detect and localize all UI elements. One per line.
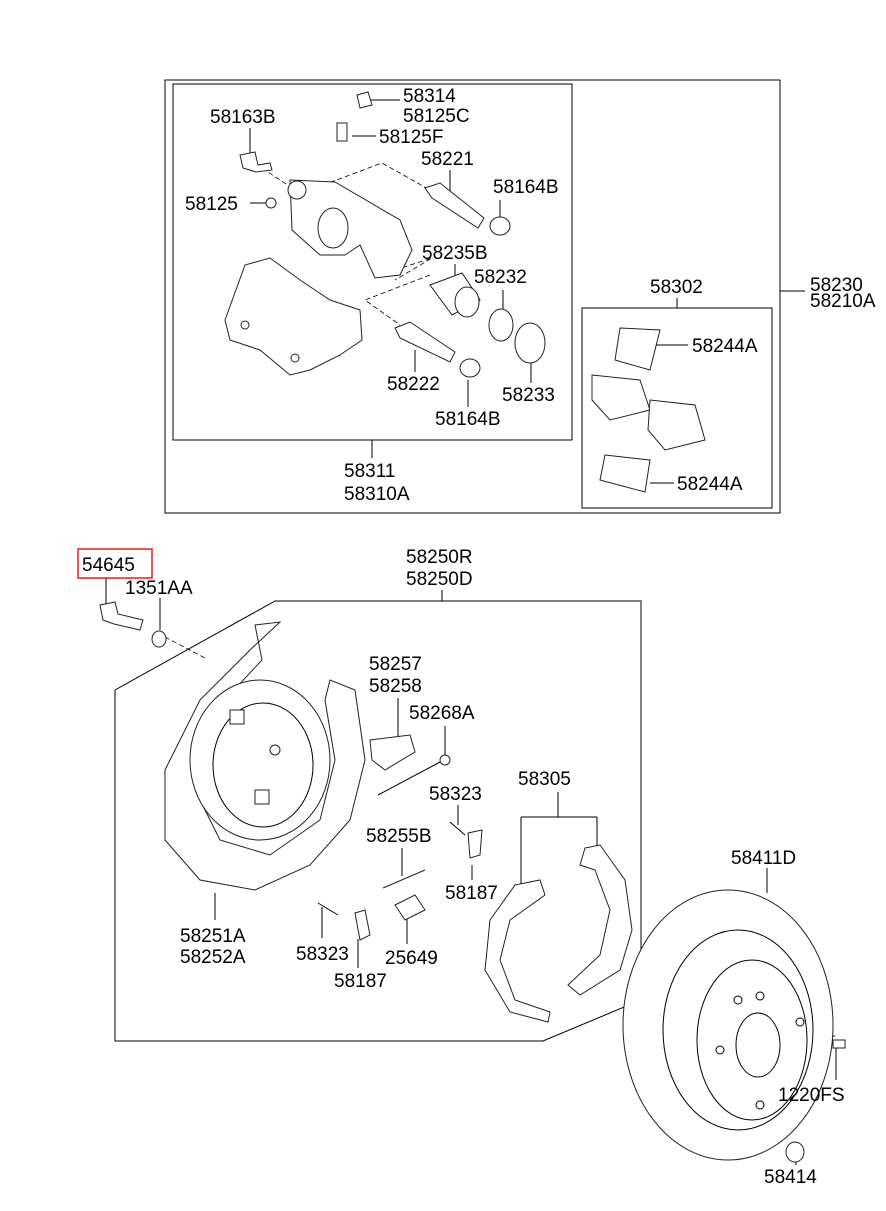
label-58257[interactable]: 58257 — [369, 654, 422, 675]
caliper-housing — [289, 179, 413, 279]
label-58251A[interactable]: 58251A — [180, 926, 246, 947]
label-58268A[interactable]: 58268A — [409, 703, 475, 724]
label-58311[interactable]: 58311 — [344, 461, 395, 482]
label-58323-lower[interactable]: 58323 — [296, 944, 349, 965]
label-58255B[interactable]: 58255B — [366, 826, 432, 847]
label-1351AA[interactable]: 1351AA — [125, 578, 193, 599]
label-58258[interactable]: 58258 — [369, 676, 422, 697]
label-58305[interactable]: 58305 — [518, 769, 571, 790]
label-58163B[interactable]: 58163B — [210, 107, 276, 128]
parking-brake-shoes — [484, 844, 633, 1023]
label-58164B[interactable]: 58164B — [493, 177, 559, 198]
label-58187[interactable]: 58187 — [445, 883, 498, 904]
label-58125F[interactable]: 58125F — [379, 127, 443, 148]
label-58233[interactable]: 58233 — [502, 385, 555, 406]
label-58244A[interactable]: 58244A — [692, 336, 758, 357]
label-58222[interactable]: 58222 — [387, 374, 440, 395]
label-58244A-lower[interactable]: 58244A — [677, 474, 743, 495]
bolt-58163B — [239, 151, 273, 173]
label-58235B[interactable]: 58235B — [422, 243, 488, 264]
part-labels: 58314 58125C 58163B 58125F 58221 58164B … — [82, 86, 876, 1188]
backing-plate — [164, 621, 366, 891]
shoe-hardware — [317, 734, 483, 941]
label-58230[interactable]: 58230 — [810, 275, 863, 296]
label-58252A[interactable]: 58252A — [180, 947, 246, 968]
label-58302[interactable]: 58302 — [650, 277, 703, 298]
label-58125C[interactable]: 58125C — [403, 106, 470, 127]
caliper-bracket — [224, 257, 363, 376]
label-58250D[interactable]: 58250D — [406, 569, 473, 590]
brake-pads — [591, 327, 706, 493]
label-58221[interactable]: 58221 — [421, 149, 474, 170]
label-58314[interactable]: 58314 — [403, 86, 456, 107]
guide-pin-lower — [394, 321, 456, 363]
caliper-assembly-box — [164, 79, 781, 514]
label-58323[interactable]: 58323 — [429, 784, 482, 805]
label-58164B-lower[interactable]: 58164B — [435, 409, 501, 430]
label-58125[interactable]: 58125 — [185, 194, 238, 215]
label-58187-lower[interactable]: 58187 — [334, 971, 387, 992]
piston-seal — [488, 308, 514, 342]
washer-1351AA — [151, 630, 167, 648]
label-58411D[interactable]: 58411D — [731, 848, 796, 869]
bolt-54645 — [99, 601, 144, 631]
dust-boot — [514, 322, 546, 364]
label-58210A[interactable]: 58210A — [810, 291, 876, 312]
highlight-box-54645[interactable] — [77, 548, 153, 579]
label-58232[interactable]: 58232 — [474, 267, 527, 288]
label-25649[interactable]: 25649 — [385, 948, 438, 969]
brake-rotor — [622, 889, 846, 1163]
caliper-parts — [224, 91, 546, 378]
label-54645[interactable]: 54645 — [82, 555, 135, 576]
label-58250R[interactable]: 58250R — [406, 547, 473, 568]
label-58414[interactable]: 58414 — [764, 1167, 817, 1188]
label-58310A[interactable]: 58310A — [344, 484, 410, 505]
label-1220FS[interactable]: 1220FS — [778, 1085, 845, 1106]
guide-pin-upper — [424, 182, 485, 229]
